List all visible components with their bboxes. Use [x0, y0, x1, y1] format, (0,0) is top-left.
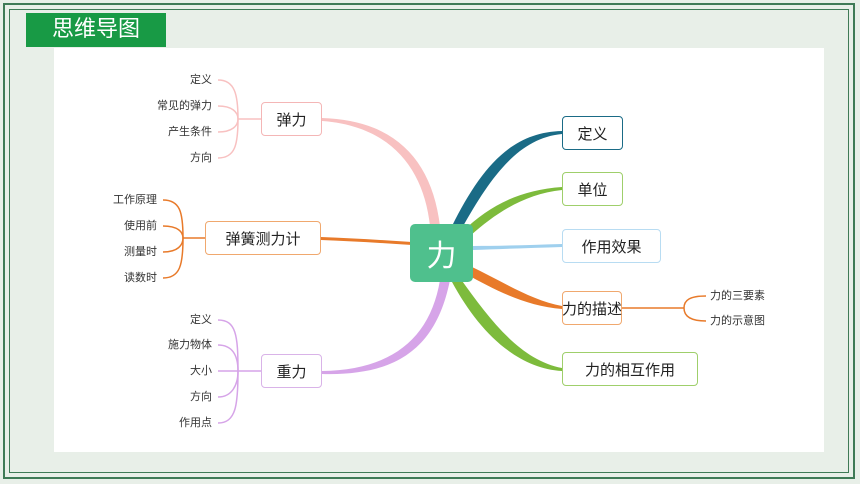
leaf-three-elements: 力的三要素 — [710, 289, 765, 302]
ribbon-describe — [466, 266, 562, 309]
node-mutual-action: 力的相互作用 — [562, 352, 698, 386]
bracket-gravity — [217, 319, 261, 424]
leaf-spring-principle: 工作原理 — [113, 193, 157, 206]
node-definition: 定义 — [562, 116, 623, 150]
node-effect: 作用效果 — [562, 229, 661, 263]
node-describe-force: 力的描述 — [562, 291, 622, 325]
bracket-describe — [622, 295, 707, 322]
leaf-elastic-direction: 方向 — [190, 151, 212, 164]
bracket-elastic — [217, 79, 262, 159]
node-spring-scale: 弹簧测力计 — [205, 221, 321, 255]
ribbon-gravity — [322, 280, 450, 375]
leaf-spring-reading: 读数时 — [124, 271, 157, 284]
leaf-elastic-conditions: 产生条件 — [168, 125, 212, 138]
node-elastic-force: 弹力 — [261, 102, 322, 136]
leaf-elastic-definition: 定义 — [190, 73, 212, 86]
inner-frame — [9, 9, 849, 473]
leaf-spring-measuring: 测量时 — [124, 245, 157, 258]
leaf-spring-before-use: 使用前 — [124, 219, 157, 232]
ribbon-spring-scale — [321, 237, 412, 245]
node-unit: 单位 — [562, 172, 623, 206]
outer-frame — [3, 3, 855, 479]
ribbon-elastic — [322, 118, 440, 226]
ribbon-mutual — [452, 278, 562, 371]
leaf-gravity-definition: 定义 — [190, 313, 212, 326]
page-title: 思维导图 — [26, 13, 166, 47]
ribbon-effect — [473, 244, 562, 250]
center-node-force: 力 — [410, 224, 473, 282]
leaf-elastic-common: 常见的弹力 — [157, 99, 212, 112]
node-gravity: 重力 — [261, 354, 322, 388]
leaf-gravity-exerting-body: 施力物体 — [168, 338, 212, 351]
leaf-gravity-point: 作用点 — [179, 416, 212, 429]
leaf-force-diagram: 力的示意图 — [710, 314, 765, 327]
bracket-spring-scale — [162, 199, 205, 279]
ribbon-definition — [452, 131, 562, 228]
leaf-gravity-magnitude: 大小 — [190, 364, 212, 377]
leaf-gravity-direction: 方向 — [190, 390, 212, 403]
